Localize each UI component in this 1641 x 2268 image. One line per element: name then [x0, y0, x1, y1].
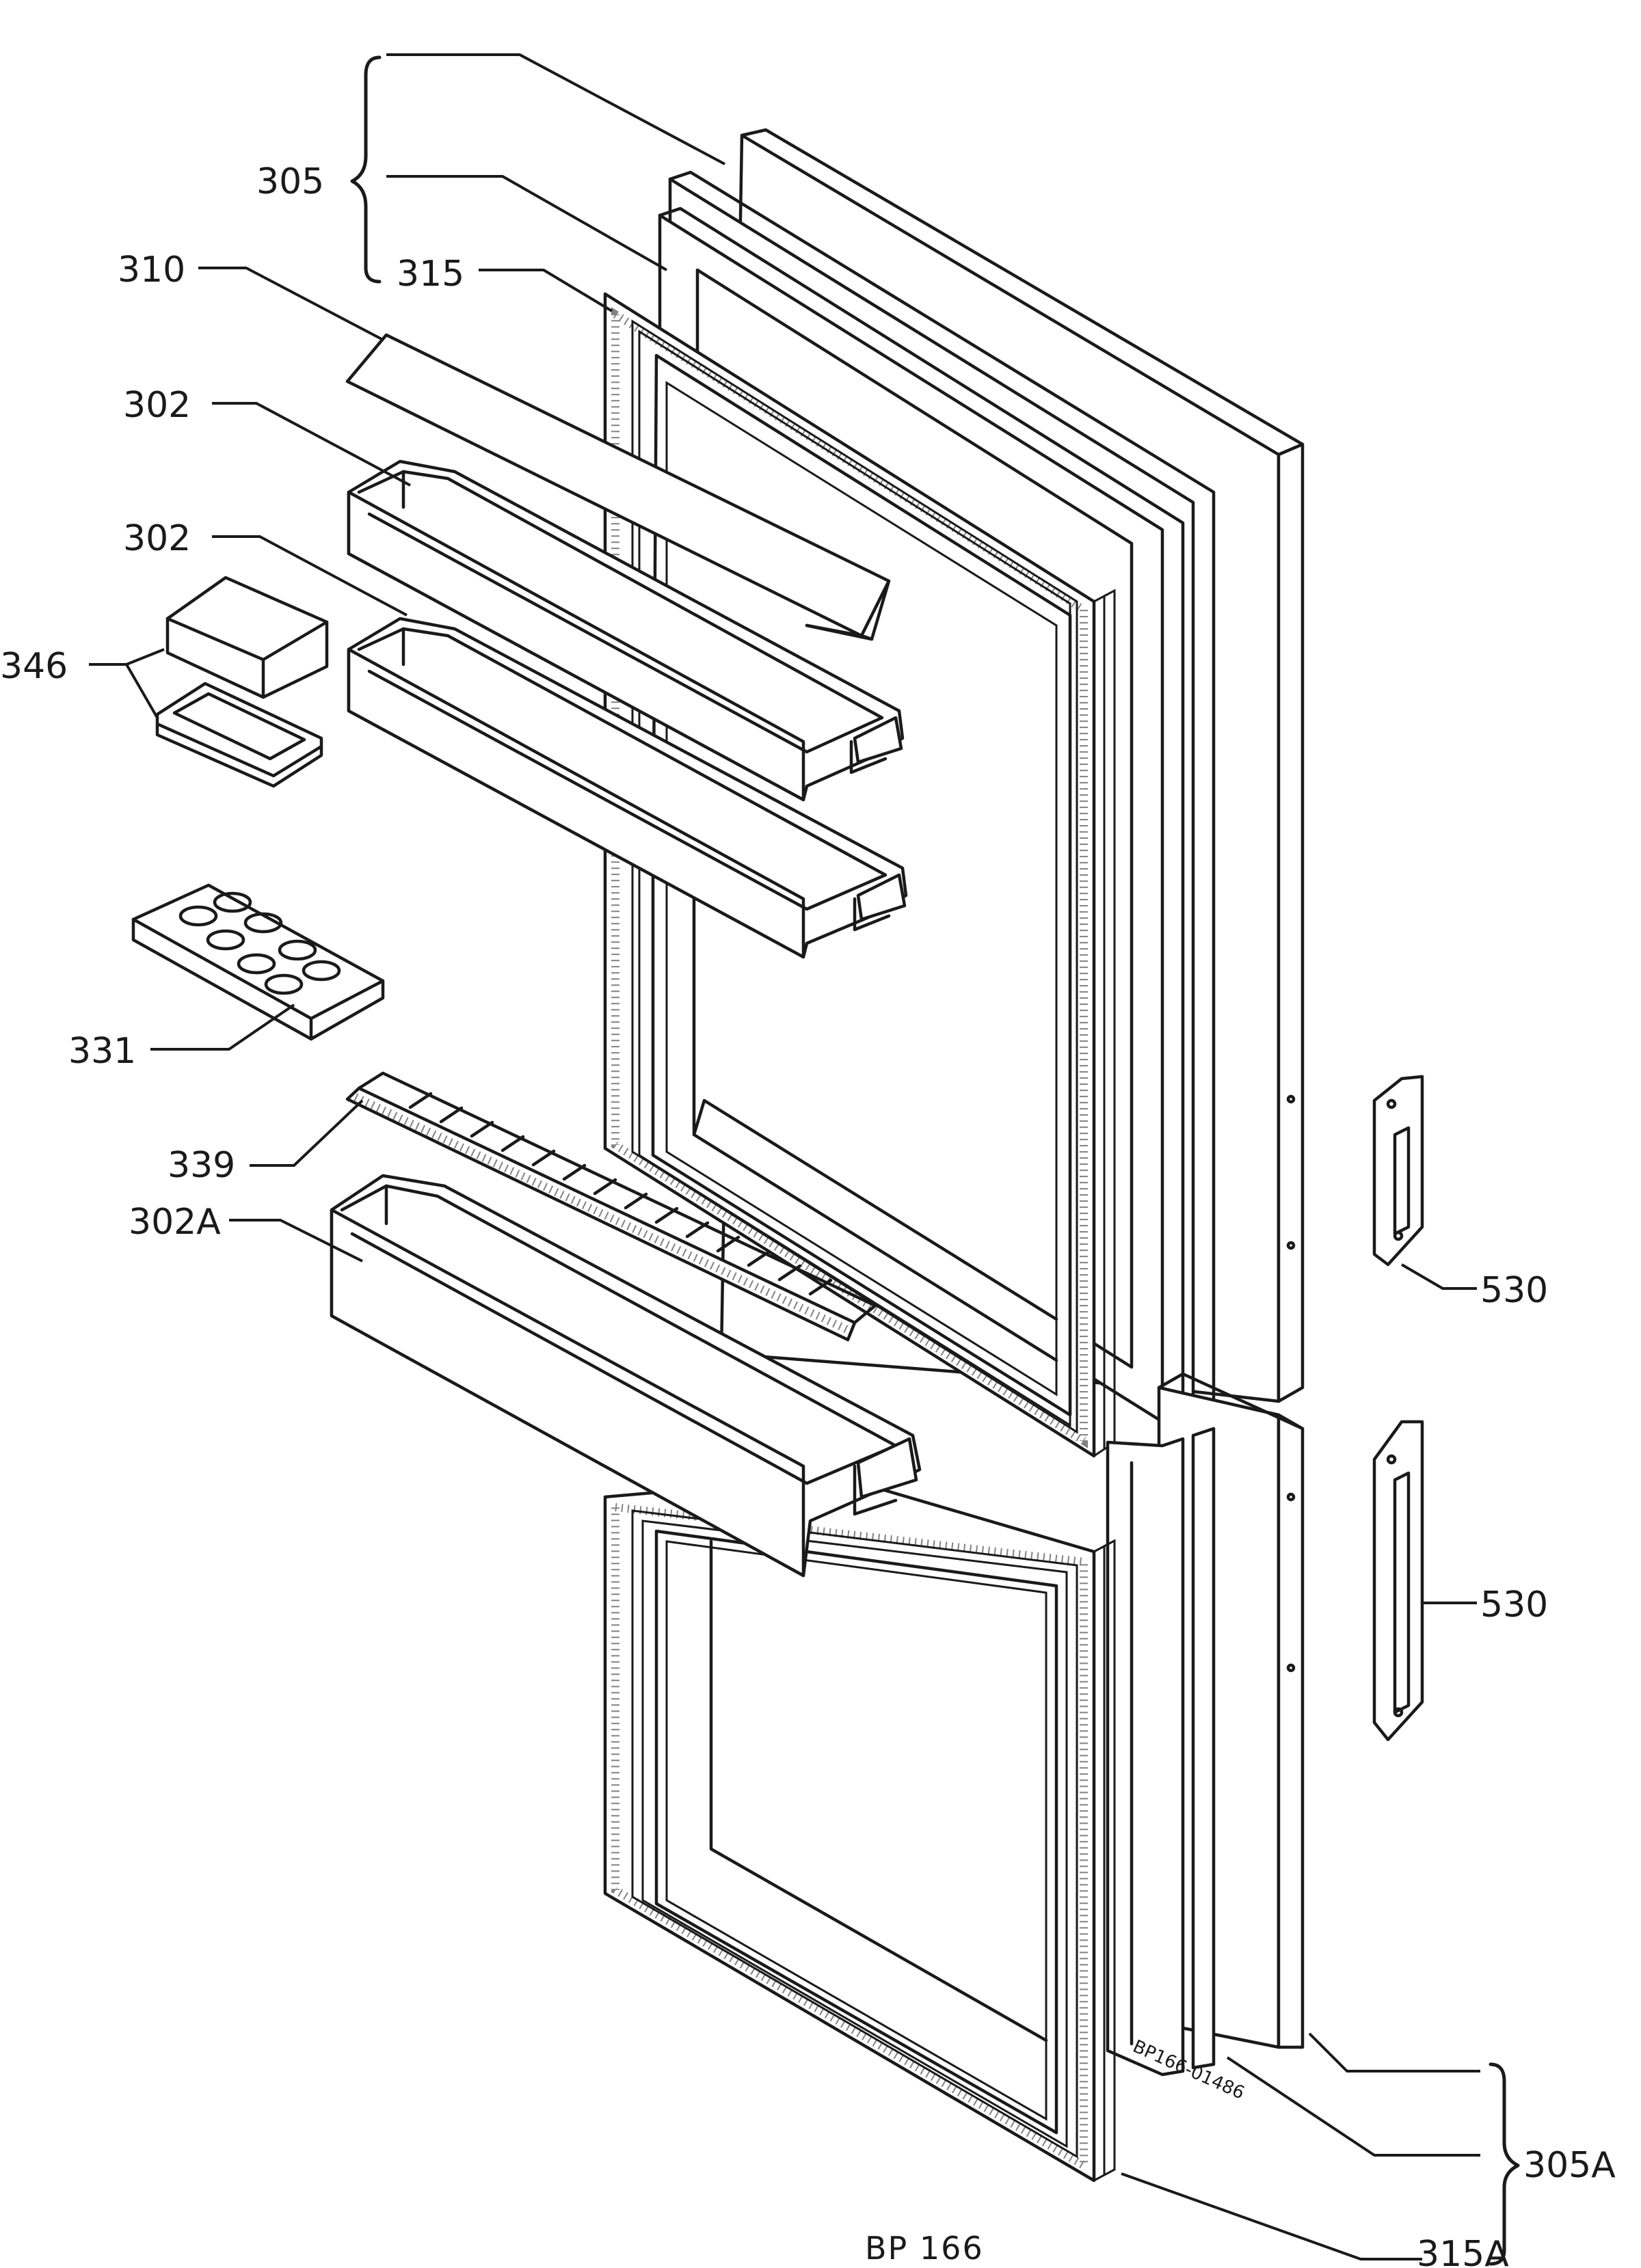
callout-302-middle: 302 — [123, 518, 191, 559]
hinge-530-upper — [1372, 1075, 1424, 1267]
lower-door-gasket — [603, 1474, 1116, 2183]
shelf-302-upper — [347, 459, 905, 802]
door-screw-holes — [1286, 1094, 1296, 1673]
lower-door-inner-liner — [1191, 1427, 1216, 2070]
butter-box-346 — [155, 576, 329, 788]
callout-braces — [350, 55, 1520, 2266]
callout-302A: 302A — [129, 1202, 221, 1243]
callout-315A: 315A — [1417, 2234, 1509, 2268]
callout-530-upper: 530 — [1480, 1270, 1548, 1311]
bottle-retainer-339 — [345, 1071, 877, 1342]
callout-339: 339 — [168, 1145, 235, 1186]
egg-tray-331 — [131, 883, 385, 1041]
callout-530-lower: 530 — [1480, 1584, 1548, 1625]
cover-310 — [345, 333, 891, 641]
shelf-302-middle — [347, 617, 908, 959]
callout-305: 305 — [256, 161, 324, 202]
callout-331: 331 — [68, 1031, 136, 1072]
callout-labels: 305 315 310 302 302 346 331 339 302A 530… — [0, 161, 1616, 2268]
shelf-302A-bottom — [330, 1174, 922, 1578]
callout-346: 346 — [0, 646, 68, 687]
lower-door-liner-frame — [1106, 1437, 1185, 2077]
drawing-reference: BP166-01486 — [1130, 2036, 1247, 2104]
figure-caption: BP 166 — [865, 2230, 984, 2267]
callout-310: 310 — [118, 249, 185, 291]
hinge-530-lower — [1372, 1420, 1424, 1742]
callout-315: 315 — [397, 254, 464, 295]
leader-lines — [89, 53, 1480, 2260]
callout-302-upper: 302 — [123, 385, 191, 426]
callout-305A: 305A — [1523, 2145, 1616, 2186]
